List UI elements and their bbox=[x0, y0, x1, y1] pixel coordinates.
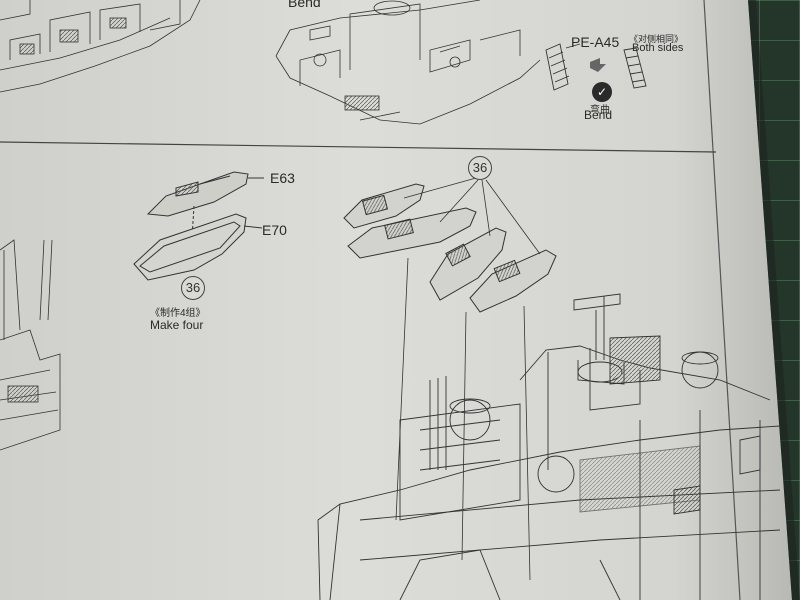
ship-drawing-top-left bbox=[0, 0, 201, 93]
bend-label-top: Bend bbox=[288, 0, 321, 10]
pe-a45-parts bbox=[545, 43, 647, 91]
boats-group-four bbox=[343, 183, 557, 313]
both-sides-label: Both sides bbox=[632, 42, 684, 54]
part-number-e63: E63 bbox=[270, 170, 295, 186]
step-number-assembly: 36 bbox=[468, 156, 492, 180]
boat-e70-drawing bbox=[133, 213, 263, 281]
frame-border-right bbox=[703, 0, 741, 600]
part-number-e70: E70 bbox=[262, 222, 287, 238]
ship-drawing-left-edge bbox=[0, 239, 61, 451]
boat-e63-drawing bbox=[146, 171, 264, 217]
bend-chinese: 弯曲 bbox=[590, 105, 610, 116]
part-number-pe-a45: PE-A45 bbox=[571, 34, 620, 50]
step-number-boat: 36 bbox=[181, 276, 205, 300]
leader-lines bbox=[395, 177, 541, 581]
both-sides-chinese: 《对侧相同》 bbox=[629, 34, 684, 44]
ship-drawing-top-center bbox=[275, 0, 541, 125]
make-four-chinese: 《制作4组》 bbox=[150, 308, 206, 319]
bend-check-icon: ✓ bbox=[592, 82, 612, 102]
step-divider bbox=[0, 141, 717, 153]
ship-assembly-drawing bbox=[317, 293, 781, 600]
make-four-label: Make four bbox=[150, 318, 204, 332]
bend-label: Bend bbox=[584, 108, 613, 122]
